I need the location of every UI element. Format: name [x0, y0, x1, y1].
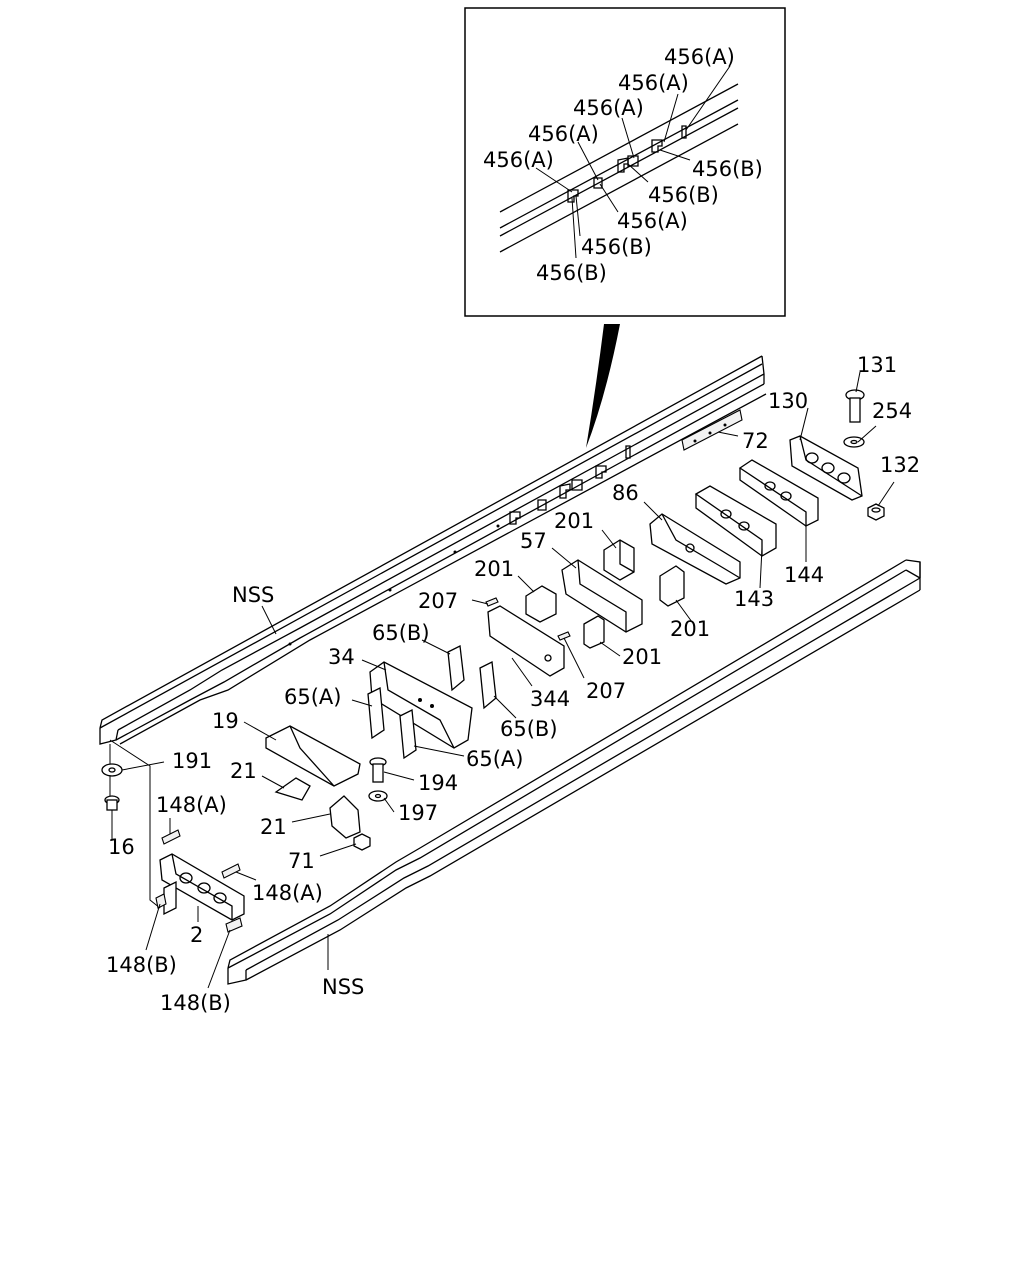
label-19: 19 — [212, 709, 239, 733]
label-72: 72 — [742, 429, 769, 453]
leader-lines — [111, 371, 895, 989]
label-456b-2: 456(B) — [648, 183, 719, 207]
part-148b-1 — [155, 893, 167, 909]
inset-frame — [464, 7, 786, 317]
label-86: 86 — [612, 481, 639, 505]
part-201-mid — [583, 615, 605, 649]
part-191 — [101, 763, 123, 777]
part-130 — [789, 435, 863, 501]
right-frame-rail — [227, 559, 921, 985]
label-71: 71 — [288, 849, 315, 873]
label-34: 34 — [328, 645, 355, 669]
label-144: 144 — [784, 563, 824, 587]
part-72 — [681, 409, 743, 451]
label-65a-1: 65(A) — [284, 685, 341, 709]
label-456b-4: 456(B) — [536, 261, 607, 285]
label-148a-2: 148(A) — [252, 881, 323, 905]
part-19 — [265, 725, 361, 787]
label-16: 16 — [108, 835, 135, 859]
label-456b-1: 456(B) — [692, 157, 763, 181]
label-191: 191 — [172, 749, 212, 773]
label-201-a: 201 — [554, 509, 594, 533]
part-148b-2 — [225, 917, 243, 933]
label-456a-6: 456(A) — [617, 209, 688, 233]
part-131 — [845, 389, 865, 423]
part-197 — [368, 790, 388, 802]
part-143 — [694, 485, 777, 558]
label-143: 143 — [734, 587, 774, 611]
label-21-b: 21 — [260, 815, 287, 839]
part-65a-2 — [399, 708, 417, 760]
part-65b-1 — [447, 645, 465, 692]
part-194 — [369, 757, 387, 783]
label-344: 344 — [530, 687, 570, 711]
label-nss-bottom: NSS — [322, 975, 364, 999]
label-21-a: 21 — [230, 759, 257, 783]
part-65a-1 — [367, 686, 385, 740]
label-65a-2: 65(A) — [466, 747, 523, 771]
part-207-a — [485, 597, 499, 607]
inset-pointer — [586, 324, 620, 448]
label-456a-4: 456(A) — [528, 122, 599, 146]
label-201-d: 201 — [622, 645, 662, 669]
part-148a-1 — [161, 829, 181, 845]
part-labels: 131 130 254 72 132 86 201 57 201 144 143… — [106, 353, 920, 1015]
label-148a-1: 148(A) — [156, 793, 227, 817]
label-456a-3: 456(A) — [573, 96, 644, 120]
part-57 — [561, 559, 643, 633]
label-65b-1: 65(B) — [372, 621, 430, 645]
label-130: 130 — [768, 389, 808, 413]
part-86 — [649, 513, 741, 585]
label-194: 194 — [418, 771, 458, 795]
part-16 — [104, 795, 120, 811]
label-nss-top: NSS — [232, 583, 274, 607]
label-201-c: 201 — [670, 617, 710, 641]
label-148b-2: 148(B) — [160, 991, 231, 1015]
label-201-b: 201 — [474, 557, 514, 581]
left-frame-rail — [99, 355, 767, 745]
part-201-upper — [603, 539, 635, 581]
label-65b-2: 65(B) — [500, 717, 558, 741]
part-144 — [738, 459, 819, 528]
label-148b-1: 148(B) — [106, 953, 177, 977]
part-21-lower — [329, 795, 361, 839]
label-197: 197 — [398, 801, 438, 825]
part-71 — [353, 833, 371, 851]
label-132: 132 — [880, 453, 920, 477]
part-201-left — [525, 585, 557, 623]
part-65b-2 — [479, 661, 497, 710]
label-207-a: 207 — [418, 589, 458, 613]
label-131: 131 — [857, 353, 897, 377]
label-456a-2: 456(A) — [618, 71, 689, 95]
label-456a-1: 456(A) — [664, 45, 735, 69]
part-201-right — [659, 565, 685, 607]
part-2 — [159, 853, 245, 921]
part-254 — [843, 436, 865, 448]
inset-leaders — [535, 65, 731, 259]
inset-labels: 456(A) 456(A) 456(A) 456(A) 456(A) 456(B… — [483, 45, 763, 285]
part-21-upper — [274, 777, 311, 801]
part-344 — [487, 605, 565, 677]
label-207-b: 207 — [586, 679, 626, 703]
part-207-b — [557, 631, 571, 641]
label-254: 254 — [872, 399, 912, 423]
label-456b-3: 456(B) — [581, 235, 652, 259]
label-2: 2 — [190, 923, 203, 947]
label-456a-5: 456(A) — [483, 148, 554, 172]
part-148a-2 — [221, 863, 241, 879]
inset-detail: 456(A) 456(A) 456(A) 456(A) 456(A) 456(B… — [464, 7, 786, 317]
label-57: 57 — [520, 529, 547, 553]
part-132 — [867, 503, 885, 521]
